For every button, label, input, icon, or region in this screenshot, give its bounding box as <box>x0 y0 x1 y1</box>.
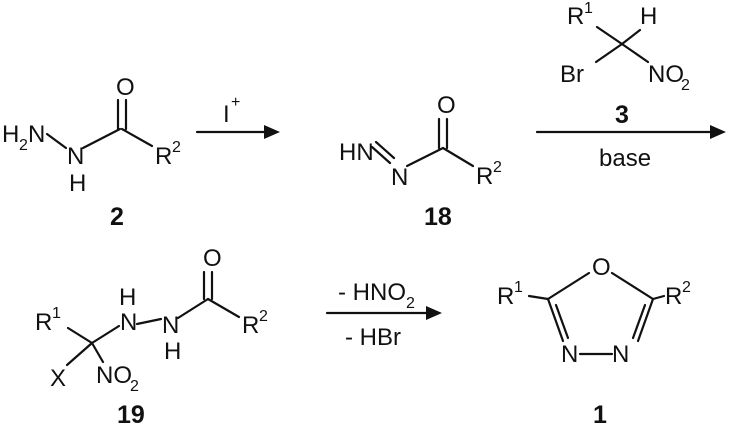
c19-x: X <box>50 365 66 392</box>
c2-bond-n-c <box>81 127 122 150</box>
c19-number: 19 <box>117 401 145 429</box>
arrow-step3: - HNO 2 - HBr <box>325 279 442 351</box>
c1-n-right: N <box>612 341 629 368</box>
c1-r2-sup: 2 <box>682 279 691 296</box>
c1-r1-label: R <box>497 283 514 310</box>
c19-bond-c-nh <box>90 324 121 345</box>
compound-1: R 1 O N N R 2 1 <box>497 254 691 429</box>
c18-bond-c-r <box>441 146 475 168</box>
arrow-step1-reagent-sup: + <box>231 94 240 111</box>
c3-number: 3 <box>615 101 629 129</box>
compound-19: R 1 X NO 2 H N N H O R 2 19 <box>35 245 268 429</box>
c2-h2n-sub: 2 <box>19 137 28 154</box>
compound-18: HN N O R 2 18 <box>339 92 502 231</box>
c19-bond-n-c <box>176 297 210 320</box>
c19-bond-c-r <box>206 297 241 319</box>
c1-bond-r1 <box>527 294 550 301</box>
c18-bond-n-c <box>405 146 445 168</box>
arrow-step2-head <box>710 125 726 139</box>
c18-carbonyl-o: O <box>437 92 456 119</box>
arrow-step3-above-sub: 2 <box>406 295 415 312</box>
c2-nh-h: H <box>69 170 86 197</box>
c2-r-label: R <box>155 143 172 170</box>
c18-n: N <box>391 164 408 191</box>
c3-bond-r <box>595 25 624 46</box>
c3-r-sup: 1 <box>584 0 593 17</box>
c18-bond-nn-a <box>370 145 392 165</box>
c19-nh1-h: H <box>119 284 136 311</box>
c19-bond-r <box>66 326 94 345</box>
c19-r-label: R <box>35 309 52 336</box>
arrow-step2: base <box>535 125 726 172</box>
c1-bond-c5-n4 <box>636 297 655 343</box>
c2-carbonyl-o: O <box>116 74 135 101</box>
c19-r-sup: 1 <box>52 305 61 322</box>
c19-nh1-n: N <box>120 309 137 336</box>
c19-nh2-n: N <box>162 312 179 339</box>
c2-bond-n-n <box>45 132 68 150</box>
c19-r2-label: R <box>242 312 259 339</box>
c1-r1-sup: 1 <box>514 279 523 296</box>
c19-no2: NO <box>96 362 132 389</box>
c19-bond-x <box>65 341 94 367</box>
arrow-step2-below: base <box>599 145 651 172</box>
c18-r-sup: 2 <box>493 159 502 176</box>
c3-r-label: R <box>567 3 584 30</box>
c1-number: 1 <box>593 401 607 429</box>
c3-bond-br <box>594 42 624 64</box>
c19-nh2-h: H <box>164 338 181 365</box>
arrow-step1: I + <box>195 94 280 139</box>
c3-bond-h <box>620 28 642 46</box>
c3-br: Br <box>560 61 584 88</box>
c1-bond-r2 <box>651 294 666 301</box>
c19-bond-n-n <box>135 317 163 326</box>
c2-nh-n: N <box>67 143 84 170</box>
arrow-step3-head <box>426 306 442 320</box>
c1-bond-o-c5 <box>610 271 655 301</box>
c2-bond-c-r <box>120 127 154 148</box>
arrow-step3-above: - HNO <box>338 279 406 306</box>
c3-h: H <box>640 3 657 30</box>
c1-r2-label: R <box>665 283 682 310</box>
c1-bond-c2-o <box>546 271 591 301</box>
c19-no2-sub: 2 <box>130 378 139 395</box>
arrow-step1-head <box>264 125 280 139</box>
arrow-step1-reagent: I <box>223 101 230 128</box>
c1-bond-c5-n4-inner <box>631 303 647 340</box>
c19-bond-no2 <box>90 341 105 364</box>
c2-number: 2 <box>110 203 124 231</box>
c1-n-left: N <box>561 341 578 368</box>
c2-r-sup: 2 <box>172 139 181 156</box>
c3-bond-no2 <box>620 42 650 64</box>
c18-r-label: R <box>476 163 493 190</box>
c19-r2-sup: 2 <box>259 308 268 325</box>
compound-3: R 1 H Br NO 2 3 <box>560 0 690 129</box>
c1-bond-c2-n3 <box>546 297 565 343</box>
c3-no2-sub: 2 <box>681 77 690 94</box>
c1-ring-o: O <box>592 254 611 281</box>
c2-h2n-n: N <box>28 121 45 148</box>
c3-no2: NO <box>648 61 684 88</box>
c1-bond-c2-n3-inner <box>554 303 570 340</box>
c18-bond-nn-b <box>374 140 396 160</box>
arrow-step3-below: - HBr <box>345 324 401 351</box>
c18-hn: HN <box>339 139 374 166</box>
c19-carbonyl-o: O <box>203 245 222 272</box>
c18-number: 18 <box>424 203 452 231</box>
c2-h2n-h: H <box>2 121 19 148</box>
compound-2: H 2 N N H O R 2 2 <box>2 74 181 231</box>
